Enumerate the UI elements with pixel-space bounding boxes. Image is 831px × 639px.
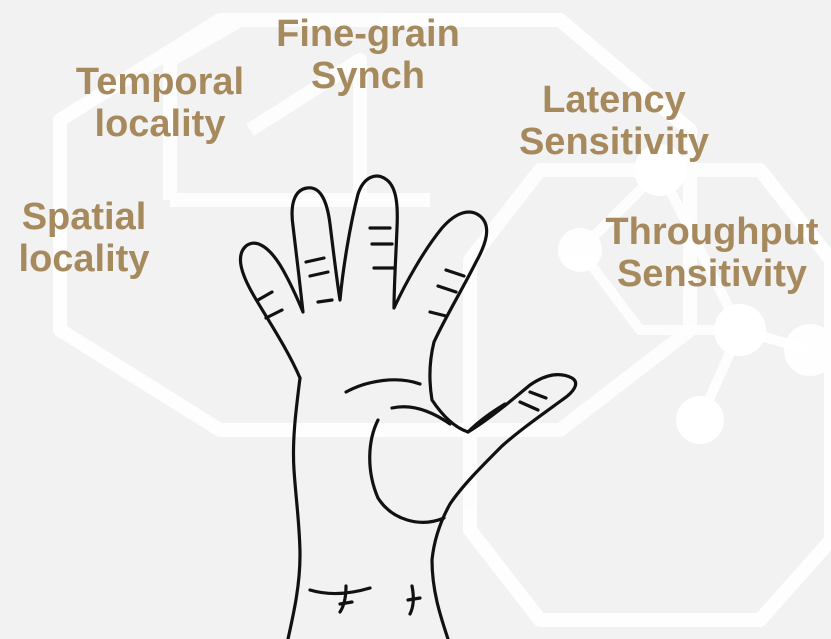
label-fine-grain-synch-line1: Fine-grain xyxy=(276,14,460,56)
label-spatial-locality-line1: Spatial xyxy=(19,197,150,239)
label-throughput-sensitivity: Throughput Sensitivity xyxy=(605,212,818,296)
label-temporal-locality-line1: Temporal xyxy=(76,62,244,104)
label-latency-sensitivity-line1: Latency xyxy=(519,80,709,122)
label-spatial-locality-line2: locality xyxy=(19,239,150,281)
label-fine-grain-synch-line2: Synch xyxy=(276,56,460,98)
label-spatial-locality: Spatial locality xyxy=(19,197,150,281)
label-throughput-sensitivity-line2: Sensitivity xyxy=(605,254,818,296)
label-temporal-locality-line2: locality xyxy=(76,104,244,146)
label-latency-sensitivity-line2: Sensitivity xyxy=(519,122,709,164)
label-throughput-sensitivity-line1: Throughput xyxy=(605,212,818,254)
label-fine-grain-synch: Fine-grain Synch xyxy=(276,14,460,98)
label-latency-sensitivity: Latency Sensitivity xyxy=(519,80,709,164)
label-temporal-locality: Temporal locality xyxy=(76,62,244,146)
